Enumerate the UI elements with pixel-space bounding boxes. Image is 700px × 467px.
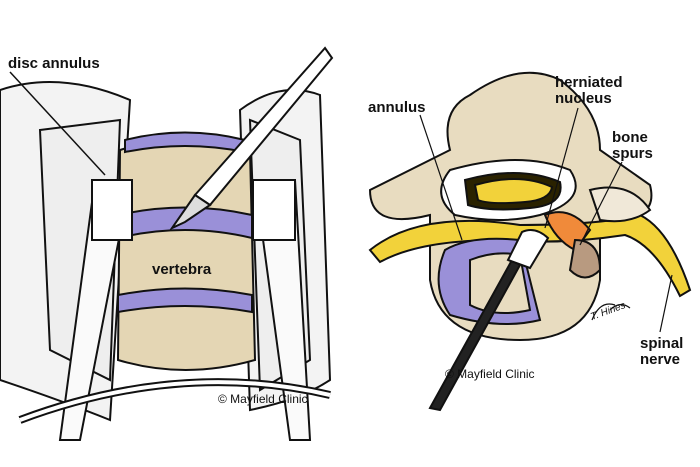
nucleus-fragment [506, 229, 550, 270]
label-bone-spurs-line2: spurs [612, 145, 653, 162]
label-bone-spurs-line1: bone [612, 129, 648, 146]
right-cross-section [368, 71, 692, 412]
label-spinal-line1: spinal [640, 335, 684, 352]
copyright-right: © Mayfield Clinic [445, 367, 535, 381]
label-disc-annulus: disc annulus [8, 55, 100, 72]
label-annulus: annulus [368, 99, 426, 116]
label-spinal-line2: nerve [640, 351, 681, 368]
disc-bottom [117, 287, 253, 314]
label-vertebra: vertebra [152, 261, 212, 278]
label-herniated-line1: herniated [555, 74, 623, 91]
label-bone-spurs: bone spurs [612, 130, 653, 162]
left-surgical-view [0, 46, 334, 441]
spinal-cord [473, 177, 554, 205]
label-herniated-nucleus: herniated nucleus [555, 75, 623, 107]
copyright-left: © Mayfield Clinic [218, 392, 308, 406]
label-spinal-nerve: spinal nerve [640, 336, 683, 368]
label-herniated-line2: nucleus [555, 90, 612, 107]
signature-mark [591, 303, 631, 321]
